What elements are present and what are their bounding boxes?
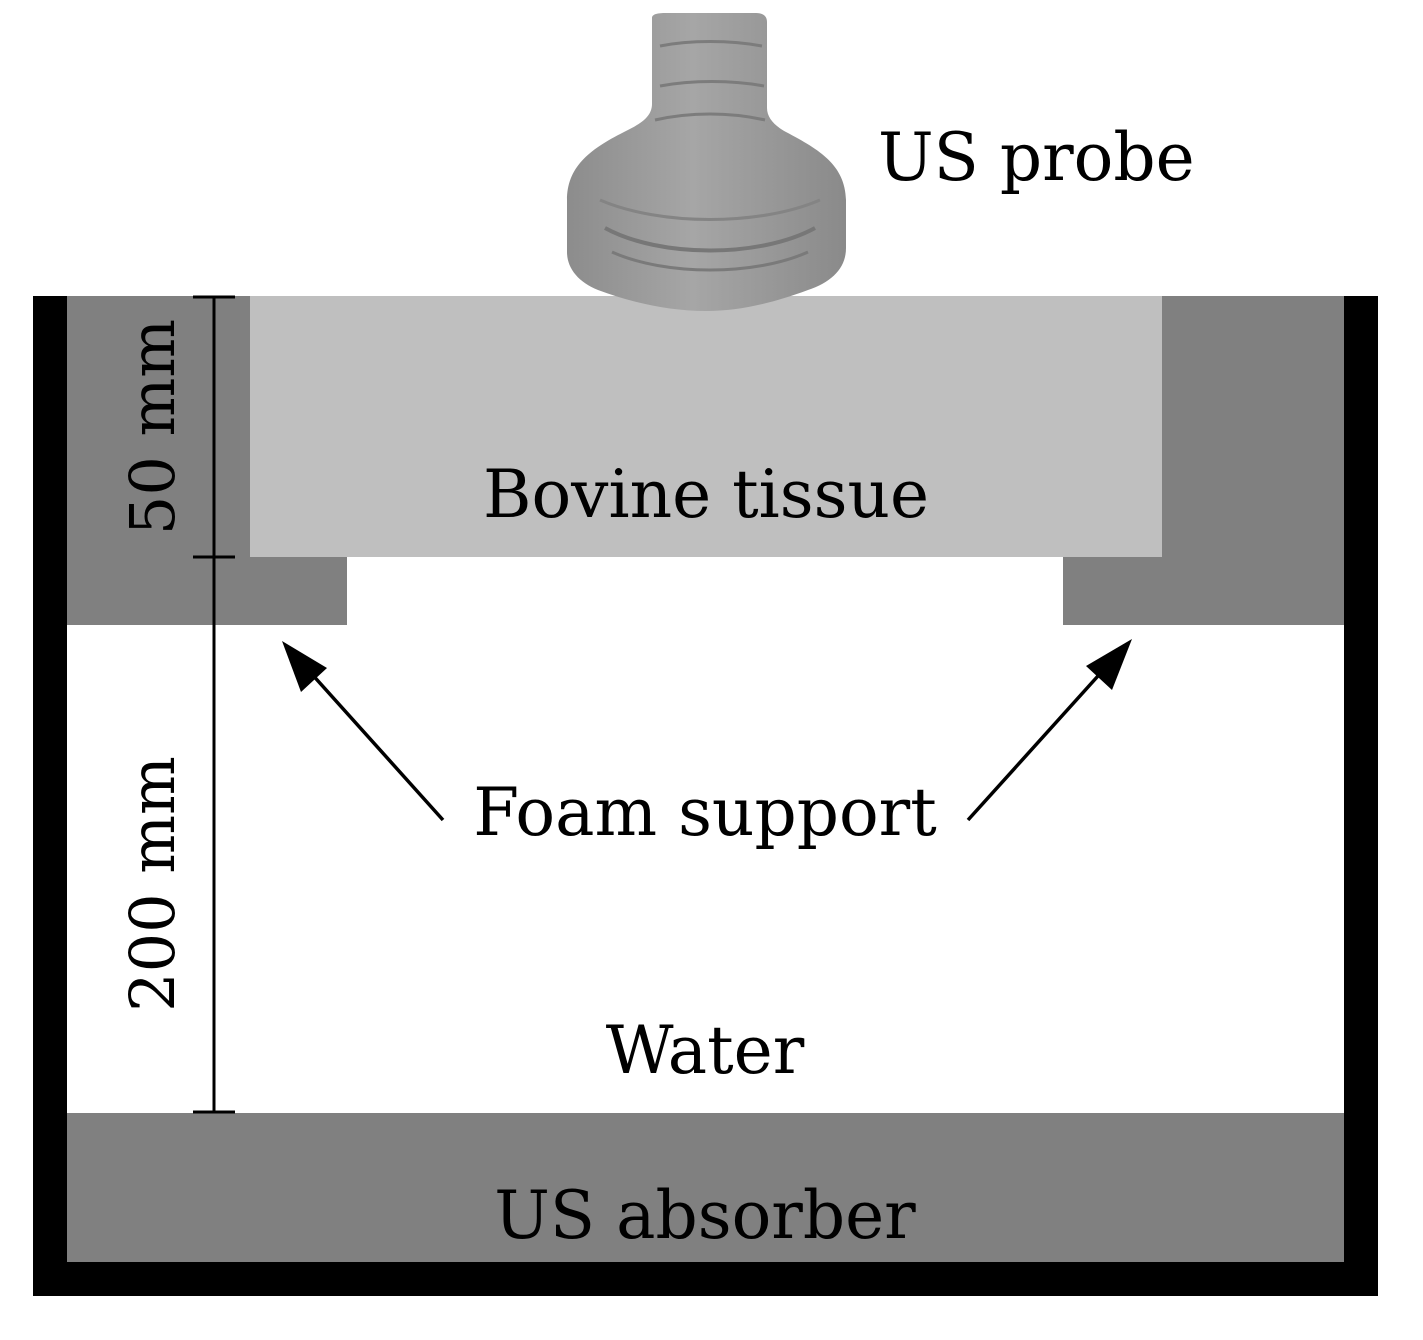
dimension-line	[193, 295, 235, 1114]
dimension-label-200mm: 200 mm	[116, 756, 189, 1012]
tank-right-wall	[1344, 296, 1378, 1296]
us-absorber-label: US absorber	[494, 1177, 916, 1254]
tank-left-wall	[33, 296, 67, 1296]
us-probe-label: US probe	[878, 119, 1195, 196]
bovine-tissue-label: Bovine tissue	[483, 456, 929, 533]
foam-arrow-right	[966, 654, 1118, 822]
dimension-label-50mm: 50 mm	[116, 319, 189, 535]
foam-support-left	[67, 296, 347, 625]
water-label: Water	[606, 1012, 805, 1089]
foam-support-right	[1063, 296, 1344, 625]
tank-bottom-wall	[33, 1262, 1378, 1296]
foam-arrow-right-head	[1086, 639, 1132, 690]
us-absorber-block	[67, 1113, 1344, 1262]
foam-support-label: Foam support	[473, 774, 937, 851]
bovine-tissue-block	[250, 296, 1162, 557]
us-probe-icon	[567, 13, 846, 311]
foam-arrow-left-head	[282, 641, 327, 692]
foam-arrow-left	[290, 650, 445, 822]
